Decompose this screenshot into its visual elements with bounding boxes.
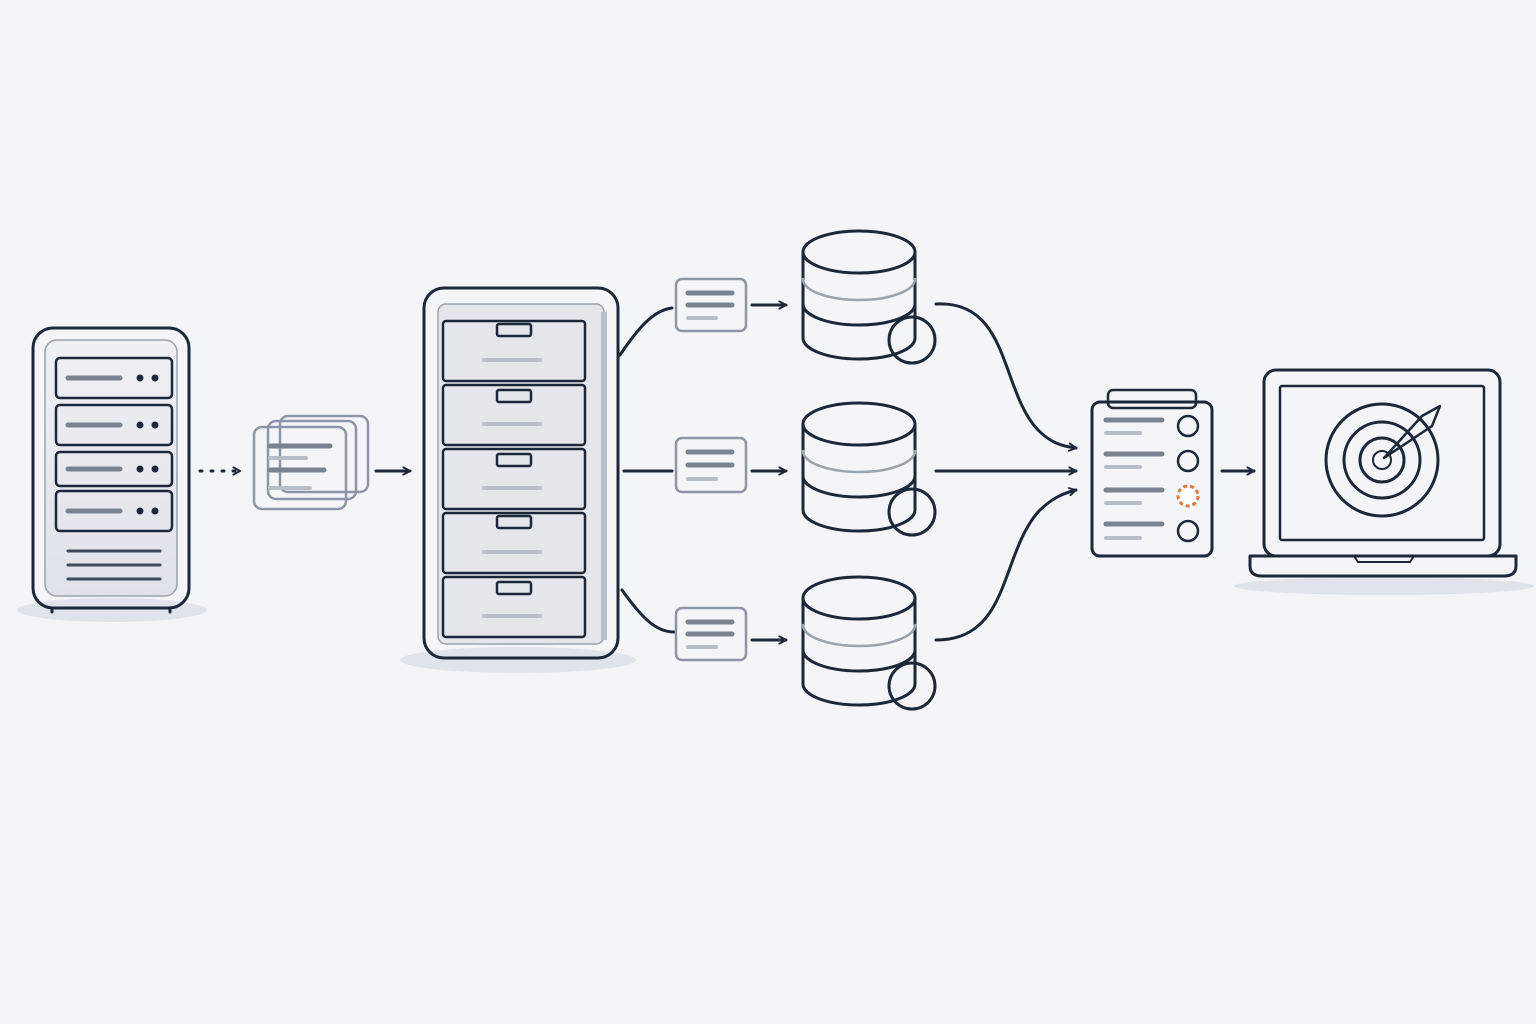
- server-rack-unit: [54, 403, 174, 447]
- cabinet-drawer: [441, 319, 587, 383]
- edge-db-top-to-checklist: [934, 302, 1078, 448]
- server-icon: [17, 326, 207, 622]
- database-icon: [801, 401, 937, 537]
- server-rack-unit: [54, 356, 174, 400]
- edge-cabinet-to-db-top: [618, 305, 788, 357]
- checklist-item-highlighted: [1103, 484, 1200, 508]
- server-rack-unit: [54, 450, 174, 488]
- document-icon: [674, 606, 748, 662]
- edge-db-bottom-to-checklist: [934, 490, 1078, 642]
- database-icon: [801, 229, 937, 365]
- cabinet-drawer: [441, 447, 587, 511]
- target-icon: [1324, 402, 1442, 518]
- document-icon: [674, 277, 748, 333]
- checklist-icon: [1090, 388, 1214, 558]
- checklist-item: [1103, 449, 1200, 473]
- checklist-item: [1103, 519, 1200, 543]
- server-rack-unit: [54, 489, 174, 533]
- cabinet-drawer: [441, 575, 587, 639]
- cabinet-icon: [400, 286, 636, 673]
- cabinet-drawer: [441, 511, 587, 575]
- documents-icon: [252, 414, 370, 511]
- cabinet-drawer: [441, 383, 587, 447]
- document-icon: [674, 436, 748, 494]
- checklist-item: [1103, 414, 1200, 438]
- laptop-icon: [1234, 368, 1534, 595]
- edge-cabinet-to-db-bottom: [620, 588, 788, 640]
- server-vent: [66, 549, 162, 581]
- database-icon: [801, 575, 937, 711]
